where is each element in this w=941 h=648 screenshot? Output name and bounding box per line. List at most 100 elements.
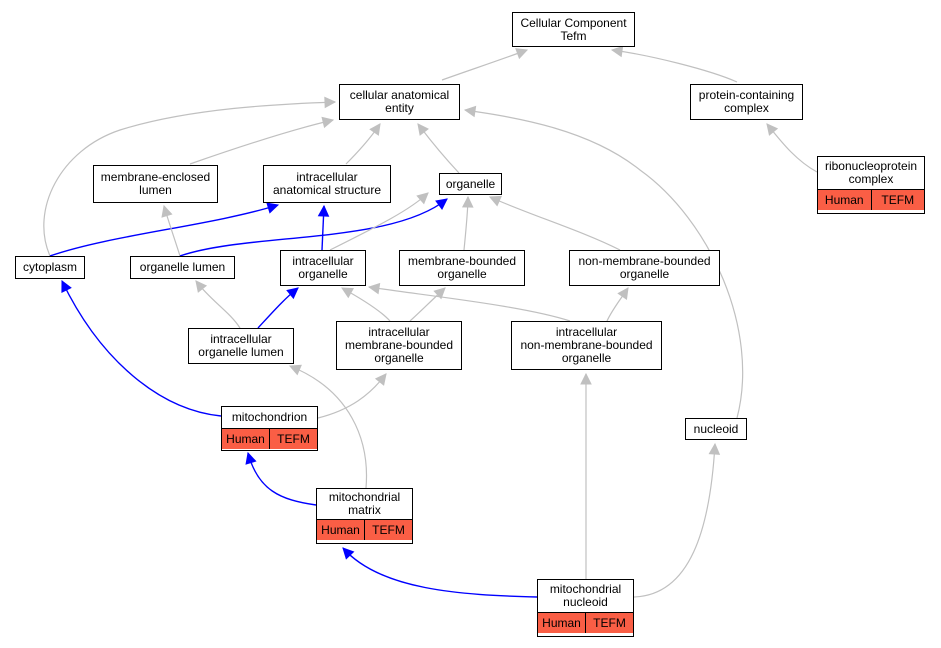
node-label: nucleoid	[686, 419, 746, 439]
arrowhead-intracellular-membrane-bounded-organelle-to-intracellular-organelle	[341, 287, 354, 299]
arrowhead-intracellular-non-membrane-bounded-organelle-to-intracellular-organelle	[367, 282, 381, 295]
node-label-line: complex	[724, 101, 769, 115]
node-label-line: intracellular	[210, 332, 272, 346]
arrowhead-mitochondrial-matrix-to-mitochondrion	[245, 451, 257, 465]
arrowhead-intracellular-organelle-lumen-to-organelle-lumen	[195, 280, 208, 293]
node-cytoplasm[interactable]: cytoplasm	[15, 256, 85, 279]
node-label-line: nucleoid	[563, 595, 608, 609]
arrowhead-membrane-bounded-organelle-to-organelle	[461, 195, 474, 208]
node-label-line: Tefm	[560, 28, 587, 43]
arrowhead-organelle-to-cellular-anatomical-entity	[417, 123, 429, 136]
node-label-line: protein-containing	[698, 88, 795, 102]
edge-membrane-enclosed-lumen-to-cellular-anatomical-entity	[189, 119, 334, 165]
node-label-line: mitochondrial	[549, 582, 622, 596]
node-label-line: membrane-bounded	[344, 338, 454, 352]
arrowhead-intracellular-organelle-to-intracellular-anatomical-structure	[317, 204, 330, 217]
edge-mitochondrial-matrix-to-mitochondrion	[247, 452, 317, 506]
gene-tag[interactable]: TEFM	[364, 520, 412, 540]
arrowhead-intracellular-membrane-bounded-organelle-to-membrane-bounded-organelle	[433, 287, 446, 300]
node-label-line: non-membrane-bounded	[520, 338, 653, 352]
node-label-line: lumen	[139, 183, 172, 197]
species-tag[interactable]: Human	[538, 613, 585, 633]
node-label-line: intracellular	[292, 254, 354, 268]
node-organelle-lumen[interactable]: organelle lumen	[130, 256, 235, 279]
arrowhead-mitochondrion-to-intracellular-membrane-bounded-organelle	[374, 373, 387, 386]
node-label-line: matrix	[348, 503, 381, 517]
arrowhead-intracellular-organelle-lumen-to-intracellular-organelle	[286, 287, 299, 300]
node-label-line: ribonucleoprotein	[824, 159, 918, 173]
edge-cytoplasm-to-intracellular-anatomical-structure	[49, 204, 279, 257]
node-label-line: organelle	[437, 267, 487, 281]
arrowhead-organelle-lumen-to-membrane-enclosed-lumen	[161, 204, 173, 218]
edge-organelle-lumen-to-organelle	[179, 198, 448, 257]
gene-tag[interactable]: TEFM	[269, 429, 317, 449]
node-label-line: complex	[848, 172, 894, 186]
node-label-line: organelle	[298, 267, 348, 281]
node-organelle[interactable]: organelle	[439, 173, 502, 195]
node-label-line: intracellular	[555, 325, 618, 339]
arrowhead-membrane-enclosed-lumen-to-cellular-anatomical-entity	[321, 116, 335, 129]
node-label-line: organelle	[619, 267, 670, 281]
node-label-line: membrane-enclosed	[100, 170, 211, 184]
arrowhead-mitochondrial-matrix-to-intracellular-organelle-lumen	[288, 364, 302, 376]
arrowhead-protein-containing-complex-to-cellular-component	[610, 45, 624, 58]
node-label-line: membrane-bounded	[407, 254, 517, 268]
node-label-line: organelle lumen	[139, 260, 226, 274]
edge-non-membrane-bounded-organelle-to-organelle	[489, 196, 621, 251]
gene-tag[interactable]: TEFM	[585, 613, 633, 633]
node-label: mitochondrion	[222, 407, 317, 428]
node-label-line: organelle	[374, 351, 424, 365]
arrowhead-intracellular-non-membrane-bounded-organelle-to-non-membrane-bounded-organelle	[617, 287, 629, 300]
node-nucleoid[interactable]: nucleoid	[685, 418, 747, 440]
species-tag[interactable]: Human	[222, 429, 269, 449]
species-tag[interactable]: Human	[818, 190, 871, 210]
gene-tag[interactable]: TEFM	[870, 190, 924, 210]
node-label-line: anatomical structure	[272, 183, 382, 197]
arrowhead-nucleoid-to-cellular-anatomical-entity	[463, 105, 477, 118]
species-tag[interactable]: Human	[317, 520, 364, 540]
arrowhead-mitochondrial-nucleoid-to-mitochondrial-matrix	[342, 547, 355, 560]
edge-cellular-anatomical-entity-to-cellular-component	[441, 49, 528, 81]
node-label-line: intracellular	[368, 325, 430, 339]
edge-intracellular-non-membrane-bounded-organelle-to-intracellular-organelle	[368, 286, 571, 322]
edge-mitochondrion-to-cytoplasm	[61, 280, 222, 417]
edge-mitochondrion-to-intracellular-membrane-bounded-organelle	[317, 373, 387, 419]
node-label-line: organelle	[445, 176, 496, 191]
node-label-line: cytoplasm	[22, 260, 78, 274]
node-label-line: organelle	[561, 351, 612, 365]
node-label-line: mitochondrion	[231, 410, 308, 424]
